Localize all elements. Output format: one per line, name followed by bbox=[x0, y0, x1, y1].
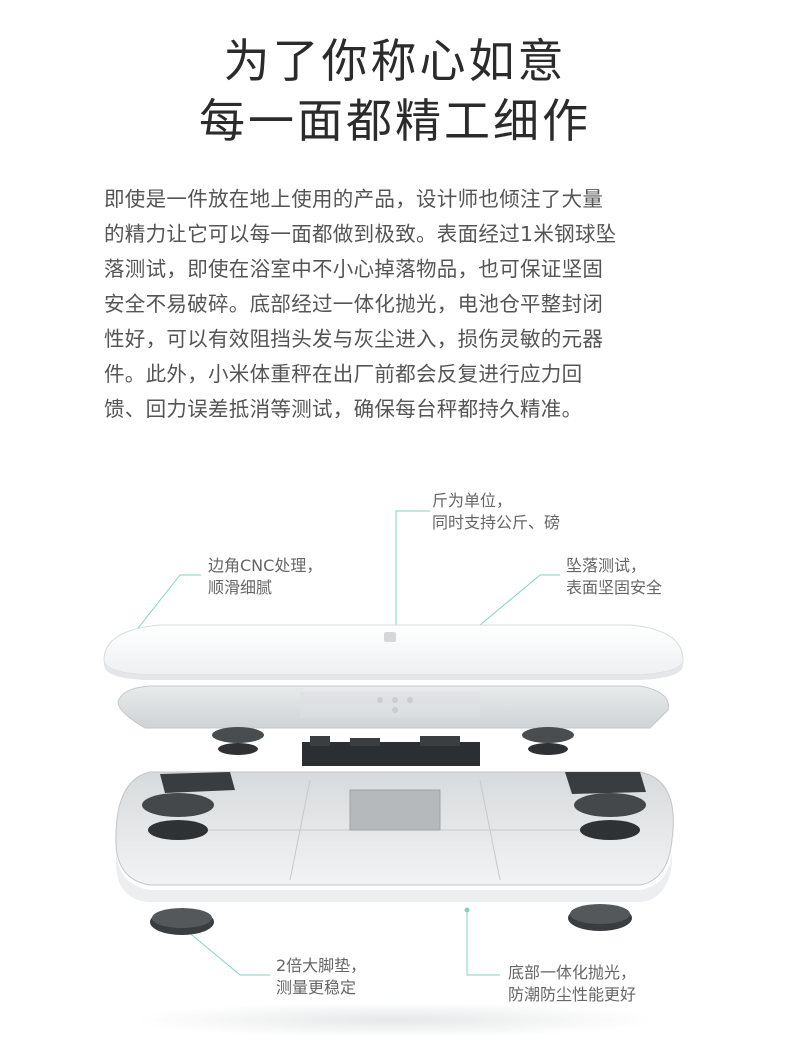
description-line: 件。此外，小米体重秤在出厂前都会反复进行应力回 bbox=[104, 362, 583, 386]
description-line: 落测试，即使在浴室中不小心掉落物品，也可保证坚固 bbox=[104, 257, 604, 281]
headline-line-2: 每一面都精工细作 bbox=[199, 94, 591, 148]
callout-units: 斤为单位， 同时支持公斤、磅 bbox=[432, 491, 561, 532]
description-line: 即使是一件放在地上使用的产品，设计师也倾注了大量 bbox=[104, 187, 604, 211]
mi-logo-icon bbox=[384, 632, 396, 642]
leader-bottom bbox=[466, 910, 500, 976]
headline-line-1: 为了你称心如意 bbox=[223, 34, 567, 88]
description-line: 馈、回力误差抵消等测试，确保每台秤都持久精准。 bbox=[104, 397, 583, 421]
description-line: 性好，可以有效阻挡头发与灰尘进入，损伤灵敏的元器 bbox=[104, 327, 604, 351]
glass-top-panel bbox=[103, 624, 684, 680]
description-line: 的精力让它可以每一面都做到极致。表面经过1米钢球坠 bbox=[104, 222, 617, 246]
description-paragraph: 即使是一件放在地上使用的产品，设计师也倾注了大量 的精力让它可以每一面都做到极致… bbox=[104, 182, 694, 427]
leader-units bbox=[395, 510, 430, 630]
ground-shadow bbox=[135, 1002, 655, 1038]
base-tray bbox=[115, 771, 674, 902]
base-load-cells bbox=[142, 772, 646, 840]
circuit-board bbox=[302, 736, 480, 766]
rubber-feet bbox=[150, 904, 632, 935]
upper-shell bbox=[117, 685, 669, 729]
upper-load-cells bbox=[212, 727, 574, 755]
callout-cnc: 边角CNC处理， 顺滑细腻 bbox=[208, 556, 323, 597]
leader-drop-test bbox=[473, 574, 560, 631]
callout-bottom: 底部一体化抛光， 防潮防尘性能更好 bbox=[508, 963, 637, 1004]
exploded-scale-illustration bbox=[103, 510, 684, 1038]
callout-feet: 2倍大脚垫， 测量更稳定 bbox=[276, 956, 367, 997]
description-line: 安全不易破碎。底部经过一体化抛光，电池仓平整封闭 bbox=[104, 292, 604, 316]
leader-feet bbox=[173, 919, 270, 976]
callout-drop-test: 坠落测试， 表面坚固安全 bbox=[566, 556, 663, 597]
